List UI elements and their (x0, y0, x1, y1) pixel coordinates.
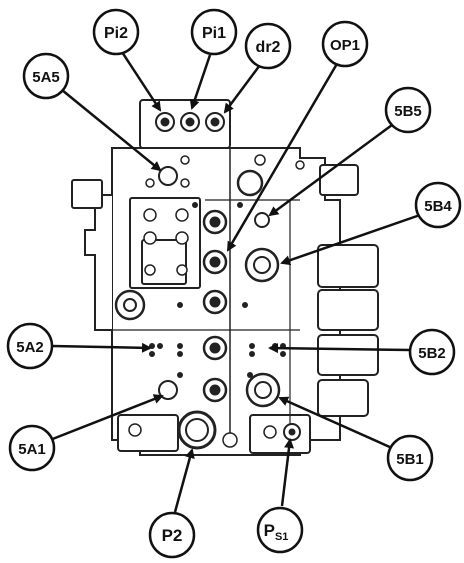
leader-p2 (173, 448, 195, 513)
callout-pi2-label: Pi2 (104, 25, 128, 42)
callout-5b4-label: 5B4 (424, 198, 452, 215)
callout-ps1-main: P (264, 521, 275, 540)
callout-dr2: dr2 (244, 22, 292, 70)
callout-op1-label: OP1 (330, 37, 360, 54)
callout-p2: P2 (148, 511, 196, 559)
leader-5a5 (61, 89, 162, 172)
callout-5a5: 5A5 (22, 52, 70, 100)
callout-5a1: 5A1 (8, 424, 56, 472)
callout-p2-label: P2 (162, 526, 183, 545)
callout-5b5-label: 5B5 (394, 103, 422, 120)
callout-ps1: PS1 (256, 506, 304, 554)
leader-pi2 (120, 51, 162, 112)
callout-5b1: 5B1 (386, 434, 434, 482)
leader-5a1 (49, 394, 164, 442)
callout-5b4: 5B4 (414, 181, 462, 229)
callout-5b1-label: 5B1 (396, 451, 424, 468)
leader-5b1 (278, 396, 393, 450)
leader-5b2 (268, 343, 411, 354)
callout-5b2: 5B2 (408, 328, 456, 376)
leader-dr2 (223, 64, 262, 114)
callout-pi2: Pi2 (92, 8, 140, 56)
leader-pi1 (189, 54, 212, 110)
callout-5b2-label: 5B2 (418, 345, 446, 362)
callout-5a1-label: 5A1 (18, 441, 46, 458)
callout-5a5-label: 5A5 (32, 69, 60, 86)
leader-5b5 (268, 123, 393, 217)
ports-and-bolts (114, 112, 305, 450)
leader-5b4 (280, 213, 421, 266)
callout-5a2-label: 5A2 (16, 339, 44, 356)
callout-dr2-label: dr2 (256, 39, 281, 56)
leader-5a2 (51, 342, 152, 353)
callout-ps1-sub: S1 (275, 531, 288, 543)
callout-5a2: 5A2 (6, 322, 54, 370)
callout-5b5: 5B5 (384, 86, 432, 134)
leader-lines (49, 51, 421, 513)
valve-body (71, 99, 379, 456)
callout-pi1: Pi1 (190, 8, 238, 56)
leader-op1 (226, 61, 340, 252)
callout-pi1-label: Pi1 (202, 25, 226, 42)
callout-ps1-label: PS1 (264, 521, 289, 543)
callouts: Pi2 Pi1 dr2 OP1 5A5 5B5 5B4 5A2 (6, 8, 462, 559)
callout-op1: OP1 (321, 20, 369, 68)
leader-ps1 (280, 438, 295, 507)
